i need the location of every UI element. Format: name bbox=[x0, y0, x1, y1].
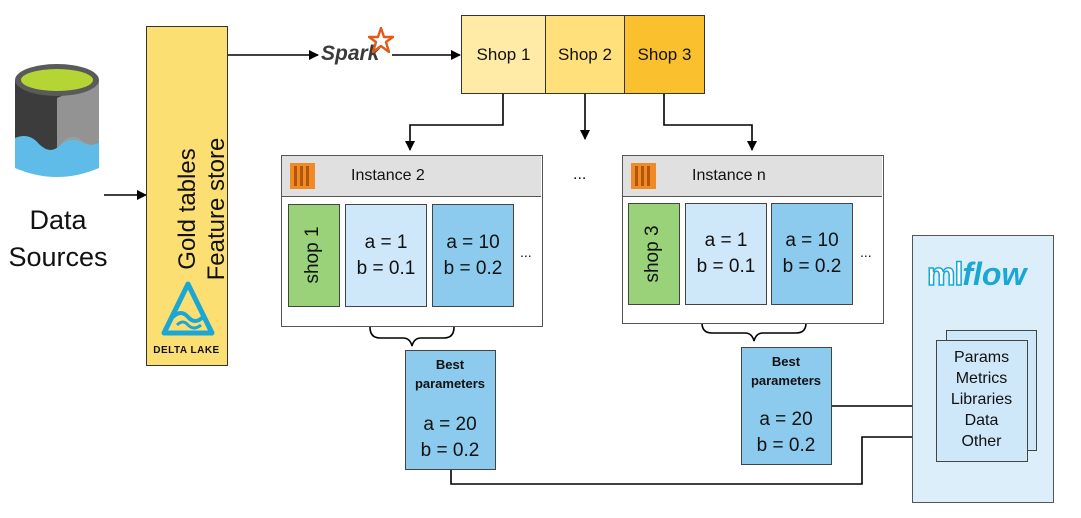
instance-n-header: Instance n bbox=[623, 156, 882, 197]
param-a-value: a = 1 bbox=[364, 231, 408, 253]
aws-instance-icon bbox=[631, 163, 656, 189]
param-b-value: b = 0.1 bbox=[696, 256, 756, 277]
instance-2-param-set-1: a = 1 b = 0.1 bbox=[345, 204, 427, 307]
mlflow-item-libraries: Libraries bbox=[950, 391, 1013, 408]
mlflow-logo-flow: flow bbox=[962, 256, 1027, 292]
data-sources-label-line2: Sources bbox=[8, 242, 108, 272]
delta-lake-logo-text: DELTA LAKE bbox=[153, 345, 220, 356]
best-param-b-value: b = 0.2 bbox=[756, 435, 816, 456]
shop-3-box: Shop 3 bbox=[624, 15, 705, 94]
instance-n-shop-box: shop 3 bbox=[628, 203, 680, 305]
database-icon bbox=[15, 64, 99, 177]
gold-tables-label: Gold tables bbox=[174, 148, 201, 270]
mlflow-item-params: Params bbox=[953, 349, 1010, 366]
shop-2-box: Shop 2 bbox=[545, 15, 625, 94]
shop-1-box: Shop 1 bbox=[461, 15, 546, 94]
instance-2-title: Instance 2 bbox=[351, 167, 425, 184]
param-b-value: b = 0.1 bbox=[356, 257, 416, 279]
instance-2-shop-box: shop 1 bbox=[288, 204, 340, 307]
param-a-value: a = 1 bbox=[704, 230, 748, 251]
best-parameters-instance-n: Best parameters a = 20 b = 0.2 bbox=[741, 347, 832, 465]
mlflow-item-metrics: Metrics bbox=[955, 370, 1008, 387]
mlflow-logo: mlflow bbox=[926, 255, 1027, 293]
best-param-a-value: a = 20 bbox=[759, 409, 813, 430]
arrow-shop1-to-instance2 bbox=[405, 94, 504, 151]
instance-n-more-ellipsis: ... bbox=[860, 244, 872, 260]
best-parameters-title-line2: parameters bbox=[414, 376, 486, 391]
mlflow-card: Params Metrics Libraries Data Other bbox=[936, 340, 1028, 462]
feature-store-label: Feature store bbox=[203, 137, 230, 281]
instance-n-shop-label: shop 3 bbox=[642, 225, 663, 283]
instance-n-title: Instance n bbox=[692, 167, 766, 184]
best-param-b-value: b = 0.2 bbox=[420, 440, 480, 461]
instance-n-panel: Instance n shop 3 a = 1 b = 0.1 a = 10 b… bbox=[622, 155, 884, 324]
shop-1-label: Shop 1 bbox=[476, 44, 531, 64]
spark-logo-text: Spark bbox=[321, 42, 380, 65]
shop-2-label: Shop 2 bbox=[558, 44, 612, 64]
best-parameters-instance-2: Best parameters a = 20 b = 0.2 bbox=[405, 350, 496, 470]
shop-3-label: Shop 3 bbox=[637, 44, 692, 64]
mlflow-item-data: Data bbox=[964, 412, 999, 429]
data-sources-label-line1: Data bbox=[29, 205, 87, 235]
aws-instance-icon bbox=[290, 163, 315, 189]
brace-instancen bbox=[701, 322, 807, 342]
instance-2-header: Instance 2 bbox=[282, 156, 541, 197]
instance-2-param-set-2: a = 10 b = 0.2 bbox=[432, 204, 514, 307]
arrow-shop3-to-instancen bbox=[663, 94, 757, 151]
param-b-value: b = 0.2 bbox=[443, 257, 503, 279]
mlflow-panel: mlflow Params Metrics Libraries Data Oth… bbox=[912, 235, 1054, 503]
param-b-value: b = 0.2 bbox=[782, 256, 842, 277]
param-a-value: a = 10 bbox=[785, 230, 839, 251]
best-parameters-title-line1: Best bbox=[771, 354, 801, 369]
instance-2-shop-label: shop 1 bbox=[302, 226, 323, 284]
gold-tables-feature-store: Gold tables Feature store DELTA LAKE bbox=[146, 26, 230, 366]
best-param-a-value: a = 20 bbox=[423, 414, 477, 435]
param-a-value: a = 10 bbox=[446, 231, 500, 253]
instance-2-more-ellipsis: ... bbox=[520, 244, 532, 260]
best-parameters-title-line1: Best bbox=[435, 357, 465, 372]
mlflow-logo-ml: ml bbox=[926, 255, 964, 293]
best-parameters-title-line2: parameters bbox=[750, 373, 822, 388]
instances-ellipsis: ... bbox=[573, 166, 587, 183]
arrow-best-2-to-mlflow bbox=[450, 432, 935, 485]
spark-star-icon bbox=[368, 27, 394, 53]
instance-2-panel: Instance 2 shop 1 a = 1 b = 0.1 a = 10 b… bbox=[281, 155, 543, 327]
mlflow-item-other: Other bbox=[961, 433, 1002, 450]
delta-lake-logo-icon bbox=[161, 281, 215, 336]
brace-instance2 bbox=[369, 326, 455, 347]
instance-n-param-set-1: a = 1 b = 0.1 bbox=[685, 203, 767, 305]
instance-n-param-set-2: a = 10 b = 0.2 bbox=[771, 203, 853, 305]
